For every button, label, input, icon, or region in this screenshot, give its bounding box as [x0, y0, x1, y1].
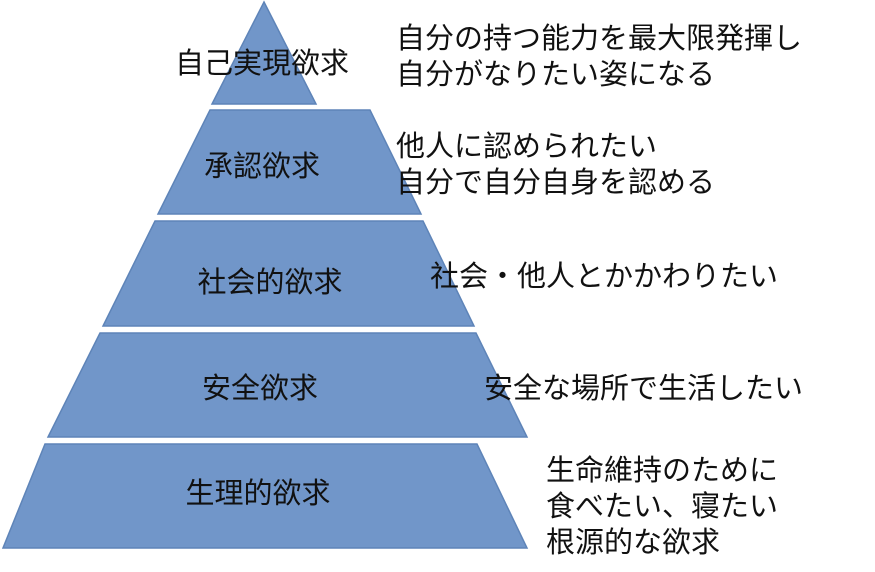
tier-3-label: 社会的欲求: [197, 265, 342, 299]
tier-4-description-line: 安全な場所で生活したい: [484, 371, 804, 405]
tier-2-description-line: 他人に認められたい: [396, 129, 658, 163]
tier-1-label: 自己実現欲求: [175, 46, 349, 80]
tier-2-label: 承認欲求: [204, 149, 320, 183]
tier-1-description: 自分の持つ能力を最大限発揮し 自分がなりたい姿になる: [396, 20, 802, 92]
tier-1-description-line: 自分の持つ能力を最大限発揮し: [396, 21, 803, 55]
tier-5-label: 生理的欲求: [185, 476, 330, 510]
tier-1-shape: [210, 0, 318, 105]
tier-4-description: 安全な場所で生活したい: [484, 370, 803, 406]
tier-3-shape: [101, 220, 476, 327]
tier-5-description-line: 根源的な欲求: [546, 525, 721, 559]
tier-5-description-line: 生命維持のために: [546, 453, 779, 487]
tier-5-description: 生命維持のために 食べたい、寝たい 根源的な欲求: [546, 452, 778, 560]
tier-3-description-line: 社会・他人とかかわりたい: [430, 259, 779, 293]
tier-4-label: 安全欲求: [202, 371, 318, 405]
tier-4-shape: [46, 332, 529, 438]
tier-2-description: 他人に認められたい 自分で自分自身を認める: [396, 128, 715, 200]
tier-1-description-line: 自分がなりたい姿になる: [396, 57, 716, 91]
tier-3-description: 社会・他人とかかわりたい: [430, 258, 778, 294]
tier-5-shape: [1, 443, 529, 549]
tier-2-description-line: 自分で自分自身を認める: [396, 165, 716, 199]
tier-2-shape: [156, 109, 423, 215]
tier-5-description-line: 食べたい、寝たい: [546, 489, 779, 523]
